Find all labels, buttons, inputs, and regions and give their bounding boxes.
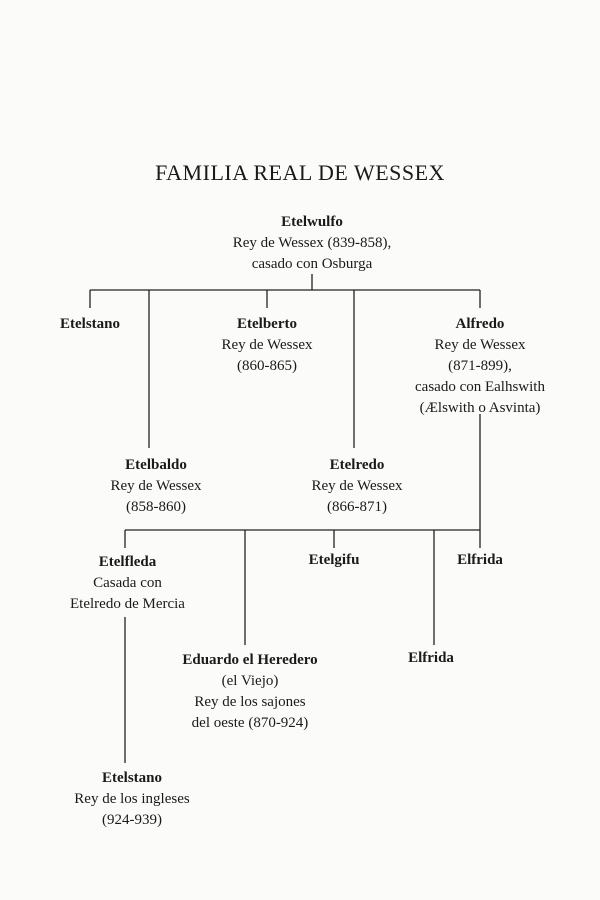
person-detail: (871-899),: [448, 358, 512, 374]
person-etelstano-1: Etelstano: [40, 314, 140, 335]
person-elfrida-1: Elfrida: [440, 550, 520, 571]
person-name: Etelberto: [237, 316, 297, 332]
person-detail: (860-865): [237, 358, 297, 374]
person-detail: (924-939): [102, 812, 162, 828]
person-name: Etelwulfo: [281, 214, 343, 230]
person-etelredo: Etelredo Rey de Wessex (866-871): [287, 455, 427, 518]
person-name: Etelfleda: [98, 554, 157, 570]
person-etelbaldo: Etelbaldo Rey de Wessex (858-860): [86, 455, 226, 518]
person-name: Alfredo: [455, 316, 505, 332]
person-name: Elfrida: [457, 552, 503, 568]
person-detail: Rey de Wessex (839-858),: [232, 235, 392, 251]
person-elfrida-2: Elfrida: [391, 648, 471, 669]
person-name: Elfrida: [408, 650, 454, 666]
person-detail: Rey de Wessex: [311, 478, 403, 494]
person-detail: Rey de los sajones: [194, 694, 306, 710]
person-alfredo: Alfredo Rey de Wessex (871-899), casado …: [385, 314, 575, 419]
person-detail: Rey de Wessex: [434, 337, 526, 353]
person-name: Etelstano: [60, 316, 120, 332]
person-etelgifu: Etelgifu: [294, 550, 374, 571]
person-name: Etelgifu: [308, 552, 360, 568]
person-detail: Rey de Wessex: [221, 337, 313, 353]
person-detail: (858-860): [126, 499, 186, 515]
person-detail: casado con Osburga: [251, 256, 373, 272]
person-detail: (866-871): [327, 499, 387, 515]
person-name: Etelstano: [102, 770, 162, 786]
person-detail: del oeste (870-924): [191, 715, 309, 731]
person-etelfleda: Etelfleda Casada con Etelredo de Mercia: [50, 552, 205, 615]
page-title: FAMILIA REAL DE WESSEX: [155, 160, 445, 185]
person-etelstano-2: Etelstano Rey de los ingleses (924-939): [52, 768, 212, 831]
person-etelberto: Etelberto Rey de Wessex (860-865): [197, 314, 337, 377]
person-detail: (Ælswith o Asvinta): [419, 400, 541, 416]
person-detail: Casada con: [93, 575, 162, 591]
person-detail: casado con Ealhswith: [415, 379, 545, 395]
person-name: Etelredo: [329, 457, 385, 473]
person-detail: Rey de los ingleses: [74, 791, 190, 807]
person-etelwulfo: Etelwulfo Rey de Wessex (839-858), casad…: [212, 212, 412, 275]
person-name: Eduardo el Heredero: [182, 652, 318, 668]
person-name: Etelbaldo: [125, 457, 187, 473]
person-detail: Rey de Wessex: [110, 478, 202, 494]
person-detail: Etelredo de Mercia: [70, 596, 185, 612]
person-eduardo: Eduardo el Heredero (el Viejo) Rey de lo…: [160, 650, 340, 734]
person-detail: (el Viejo): [221, 673, 279, 689]
